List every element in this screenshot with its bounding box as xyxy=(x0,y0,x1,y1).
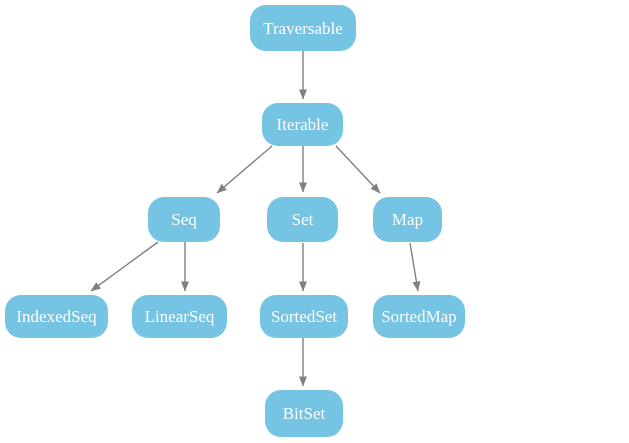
edge-iterable-map xyxy=(335,145,381,194)
edge-map-sortedmap xyxy=(409,242,421,292)
node-sortedmap: SortedMap xyxy=(373,295,465,338)
node-iterable: Iterable xyxy=(262,103,343,146)
node-sortedset: SortedSet xyxy=(260,295,348,338)
node-seq: Seq xyxy=(148,197,220,242)
node-set: Set xyxy=(267,197,338,242)
node-traversable: Traversable xyxy=(250,5,356,51)
node-indexedseq: IndexedSeq xyxy=(5,295,108,338)
node-map: Map xyxy=(373,197,442,242)
edge-iterable-seq xyxy=(216,145,273,194)
node-bitset: BitSet xyxy=(265,390,343,437)
node-linearseq: LinearSeq xyxy=(132,295,227,338)
edge-seq-indexedseq xyxy=(90,241,159,292)
